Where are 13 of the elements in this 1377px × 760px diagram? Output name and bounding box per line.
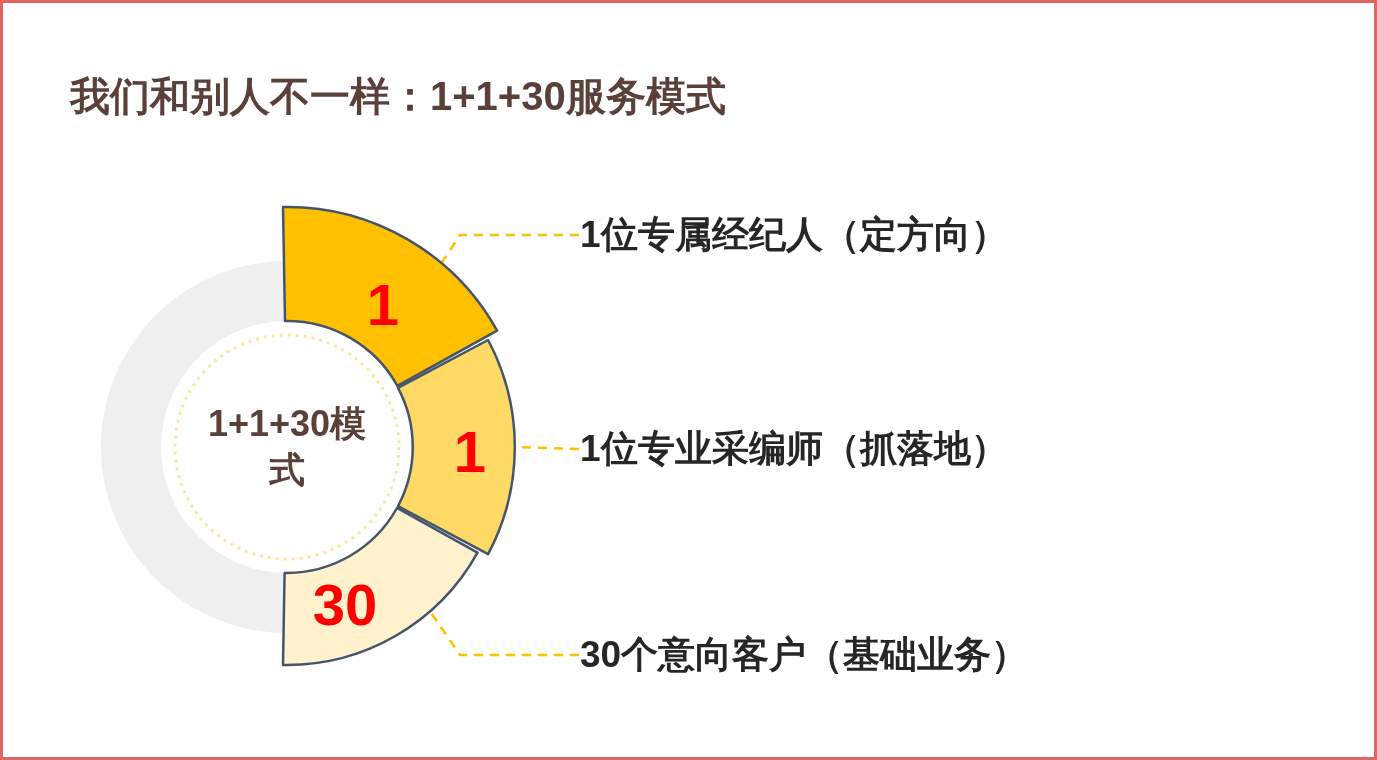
- item-label: 30个意向客户（基础业务）: [580, 630, 1029, 680]
- item-label: 1位专属经纪人（定方向）: [580, 210, 1008, 260]
- segment-number: 1: [365, 273, 401, 337]
- leader-line: [429, 611, 579, 657]
- item-label: 1位专业采编师（抓落地）: [580, 424, 1008, 474]
- center-label: 1+1+30模式: [206, 402, 368, 492]
- title: 我们和别人不一样：1+1+30服务模式: [70, 73, 726, 120]
- arc-segment: [396, 337, 517, 557]
- leader-line: [440, 233, 579, 264]
- segment-number: 1: [452, 420, 488, 484]
- arc-segment: [281, 506, 480, 667]
- arc-segment: [280, 205, 499, 388]
- segment-number: 30: [311, 573, 379, 637]
